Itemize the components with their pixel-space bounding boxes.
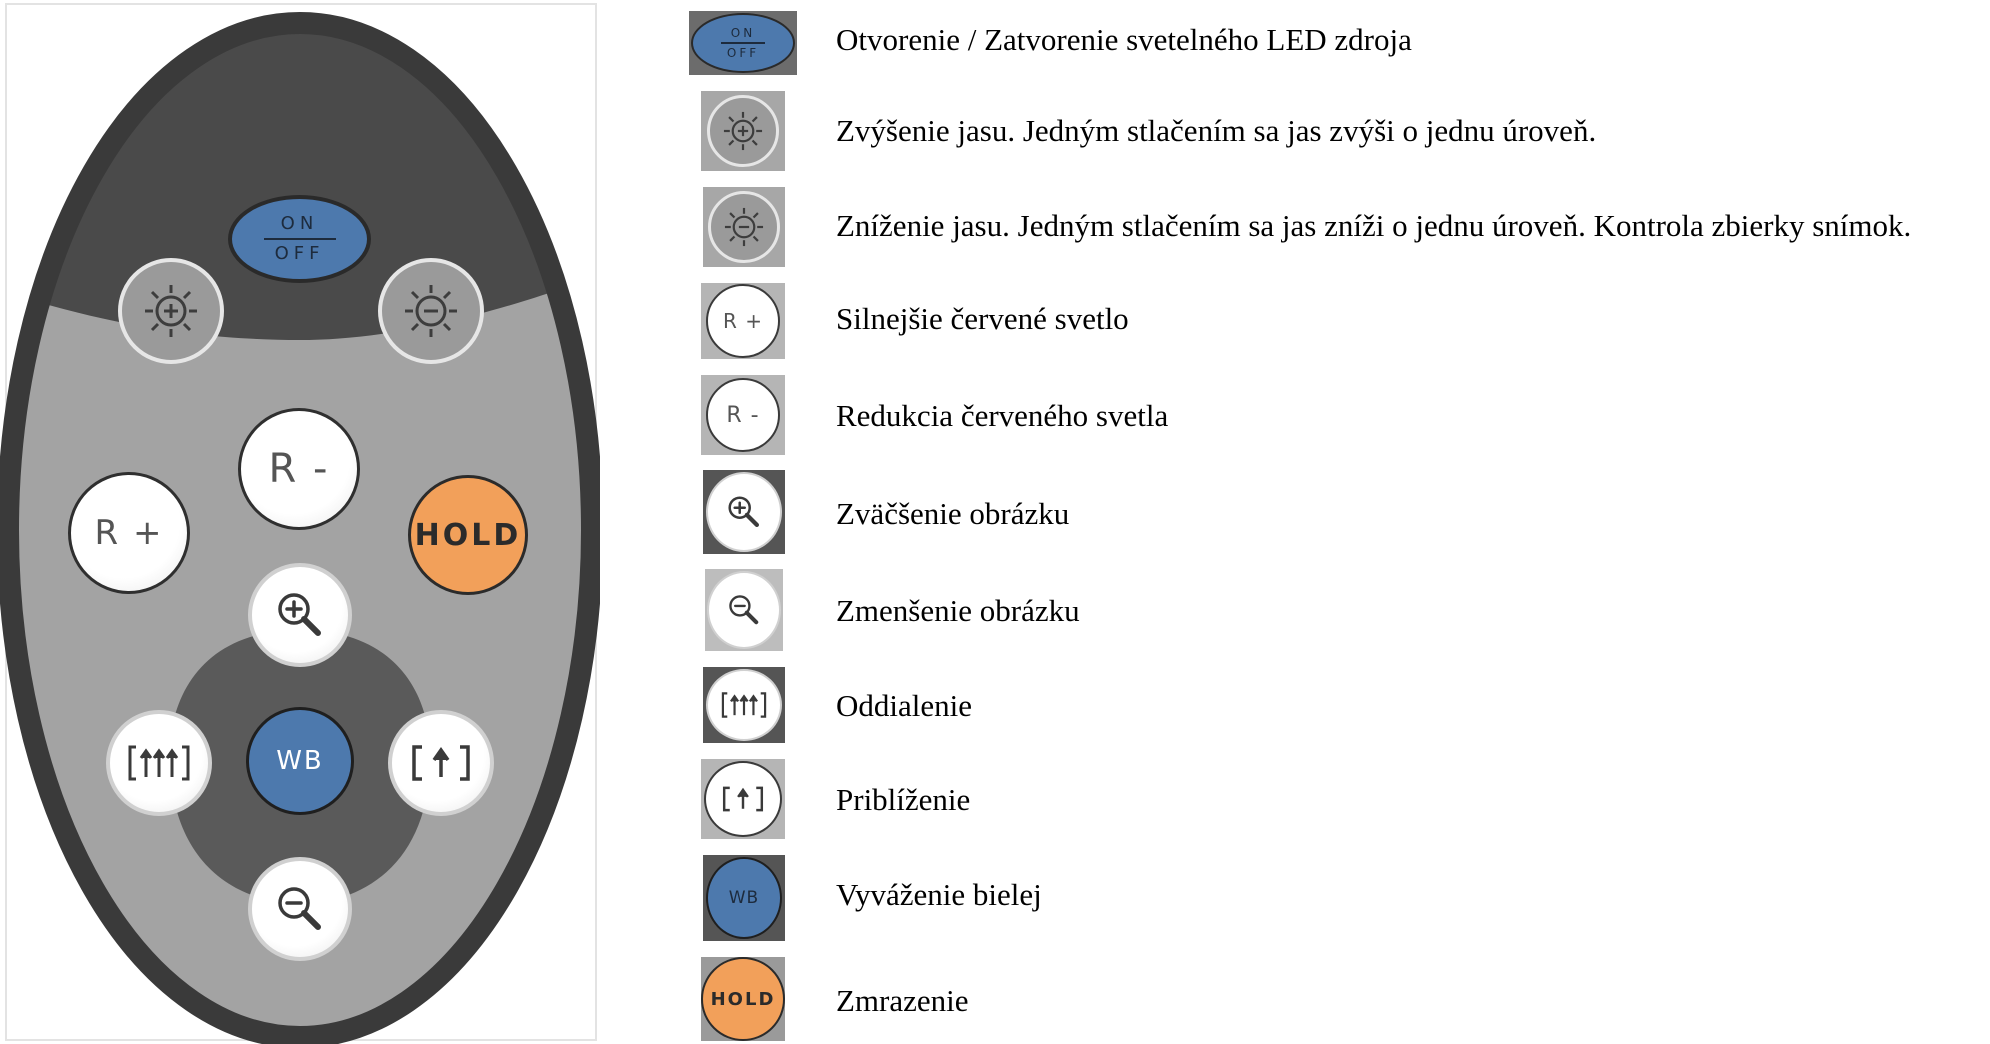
legend-text-zoom-in: Zväčšenie obrázku	[836, 496, 1070, 531]
red-minus-icon: R -	[706, 378, 780, 452]
legend-icon-on-off: ON OFF	[689, 11, 797, 75]
legend-icon-zoom-wide	[703, 667, 785, 743]
legend-text-on-off: Otvorenie / Zatvorenie svetelného LED zd…	[836, 22, 1412, 57]
zoom-close-glyph	[722, 786, 764, 812]
remote-control: ON OFF	[0, 0, 600, 1044]
legend-text-red-plus: Silnejšie červené svetlo	[836, 301, 1129, 336]
hold-label: HOLD	[414, 517, 522, 553]
on-off-button[interactable]: ON OFF	[228, 195, 371, 283]
legend-icon-red-minus: R -	[701, 375, 785, 455]
remote-rim	[0, 12, 600, 1044]
zoom-out-glyph	[729, 595, 759, 625]
off-label: OFF	[274, 243, 325, 264]
zoom-close-icon	[704, 761, 782, 837]
red-minus-button[interactable]: R -	[238, 408, 360, 530]
brightness-down-icon	[405, 285, 457, 337]
legend-text-white-balance: Vyváženie bielej	[836, 877, 1042, 912]
zoom-in-glyph	[728, 496, 759, 527]
legend-icon-brightness-up	[701, 91, 785, 171]
zoom-in-icon	[706, 472, 782, 552]
legend-off-text: OFF	[726, 46, 760, 60]
legend-on-off-divider	[721, 42, 765, 44]
legend-text-brightness-up: Zvýšenie jasu. Jedným stlačením sa jas z…	[836, 113, 1597, 148]
brightness-up-button[interactable]	[118, 258, 224, 364]
hold-icon: HOLD	[701, 957, 785, 1041]
red-plus-icon: R +	[706, 284, 780, 358]
legend-icon-red-plus: R +	[701, 283, 785, 359]
legend-text-brightness-down: Zníženie jasu. Jedným stlačením sa jas z…	[836, 208, 1912, 243]
zoom-close-button[interactable]	[388, 710, 494, 816]
zoom-out-button[interactable]	[248, 857, 352, 961]
zoom-in-icon	[278, 593, 321, 636]
red-plus-button[interactable]: R +	[68, 472, 190, 594]
zoom-out-icon	[278, 887, 321, 930]
legend-text-zoom-out: Zmenšenie obrázku	[836, 593, 1080, 628]
zoom-wide-button[interactable]	[106, 710, 212, 816]
legend-red-minus-text: R -	[726, 402, 760, 428]
zoom-close-icon	[412, 745, 470, 781]
legend-hold-text: HOLD	[710, 988, 776, 1010]
legend-text-hold: Zmrazenie	[836, 983, 969, 1018]
legend-icon-white-balance: WB	[703, 855, 785, 941]
white-balance-button[interactable]: WB	[246, 707, 354, 815]
legend-icon-hold: HOLD	[701, 957, 785, 1041]
legend-text-zoom-wide: Oddialenie	[836, 688, 973, 723]
legend-icon-zoom-out	[705, 569, 783, 651]
on-label: ON	[280, 213, 319, 234]
on-off-icon: ON OFF	[691, 13, 795, 73]
zoom-wide-glyph	[721, 692, 767, 718]
zoom-wide-icon	[706, 669, 782, 741]
white-balance-label: WB	[276, 746, 324, 776]
legend-white-balance-text: WB	[728, 888, 760, 908]
brightness-down-icon	[708, 191, 780, 263]
legend-text-zoom-close: Priblíženie	[836, 782, 971, 817]
legend-on-text: ON	[730, 26, 756, 40]
white-balance-icon: WB	[706, 857, 782, 939]
zoom-out-icon	[707, 571, 781, 649]
brightness-down-button[interactable]	[378, 258, 484, 364]
brightness-up-icon	[145, 285, 197, 337]
on-off-divider	[263, 238, 336, 240]
legend-red-plus-text: R +	[722, 309, 763, 333]
zoom-wide-icon	[128, 745, 190, 781]
legend-icon-zoom-in	[703, 470, 785, 554]
brightness-up-glyph	[723, 111, 763, 151]
legend-icon-zoom-close	[701, 759, 785, 839]
brightness-up-icon	[707, 95, 779, 167]
red-minus-label: R -	[268, 446, 330, 492]
hold-button[interactable]: HOLD	[408, 475, 528, 595]
red-plus-label: R +	[94, 513, 164, 553]
legend-text-red-minus: Redukcia červeného svetla	[836, 398, 1169, 433]
legend-icon-brightness-down	[703, 187, 785, 267]
brightness-down-glyph	[724, 207, 764, 247]
zoom-in-button[interactable]	[248, 563, 352, 667]
